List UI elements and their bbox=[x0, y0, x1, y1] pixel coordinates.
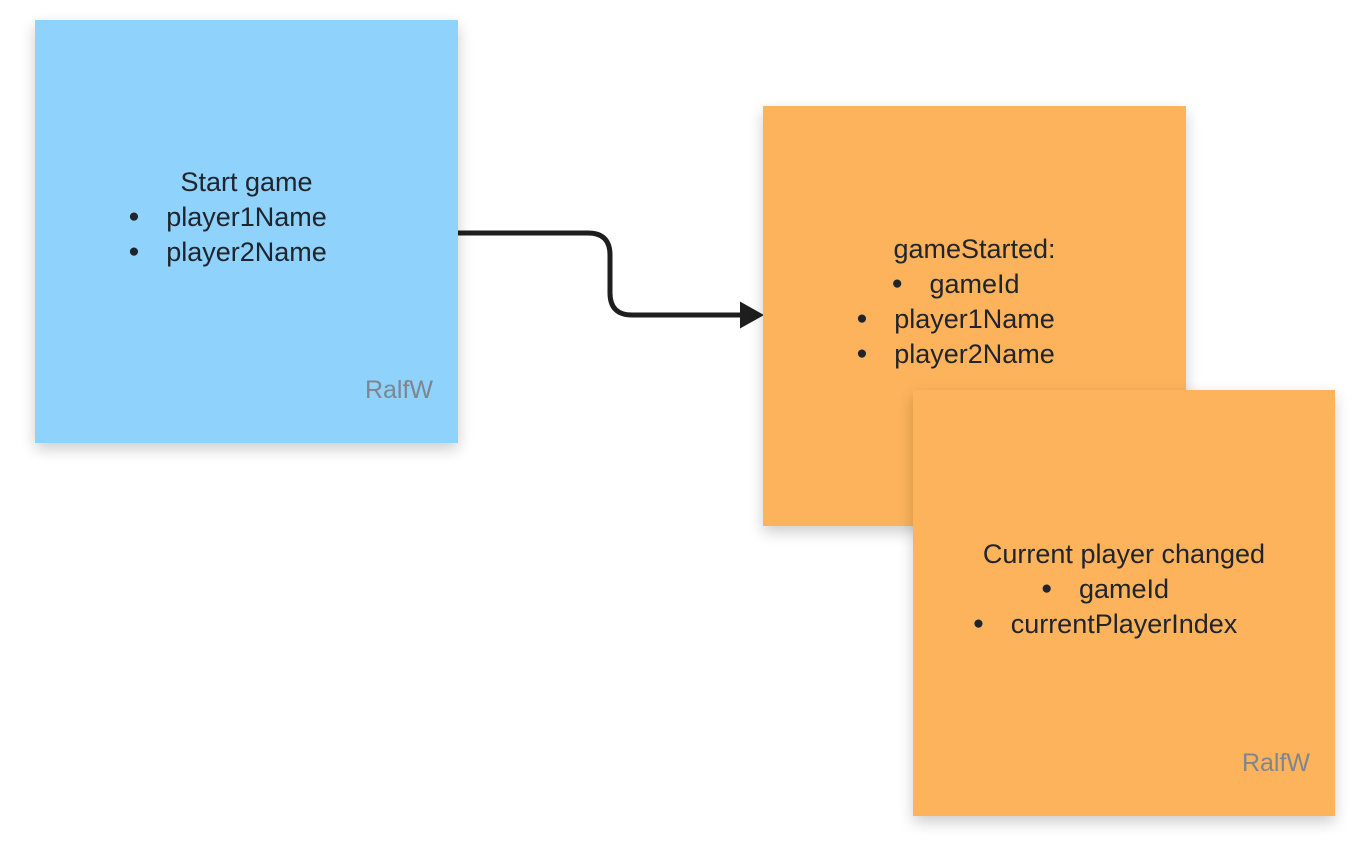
note-text-block: Start game ● player1Name ● player2Name bbox=[35, 20, 458, 443]
bullet-icon: ● bbox=[972, 612, 985, 634]
note-line-text: player2Name bbox=[894, 339, 1055, 369]
note-bullet-line: ● currentPlayerIndex bbox=[973, 607, 1238, 642]
note-line-text: player2Name bbox=[166, 237, 327, 267]
note-line-text: player1Name bbox=[894, 304, 1055, 334]
arrowhead-icon bbox=[740, 301, 764, 329]
note-title-line: gameStarted: bbox=[893, 232, 1055, 267]
note-bullet-line: ● gameId bbox=[891, 267, 1020, 302]
note-line-text: currentPlayerIndex bbox=[1010, 608, 1238, 639]
note-title: Current player changed bbox=[982, 538, 1266, 569]
bullet-icon: ● bbox=[128, 241, 140, 262]
connector-arrow[interactable] bbox=[458, 230, 741, 318]
author-signature: RalfW bbox=[364, 376, 433, 404]
bullet-icon: ● bbox=[891, 273, 903, 294]
note-title-line: Start game bbox=[180, 165, 312, 200]
bullet-icon: ● bbox=[128, 206, 140, 227]
sticky-note-start-game[interactable]: Start game ● player1Name ● player2Name R… bbox=[35, 20, 458, 443]
author-signature: RalfW bbox=[1241, 749, 1310, 777]
note-title: Start game bbox=[180, 167, 313, 197]
note-bullet-line: ● player1Name bbox=[856, 302, 1055, 337]
sticky-note-current-player-changed[interactable]: Current player changed ● gameId ● curren… bbox=[913, 390, 1335, 816]
bullet-icon: ● bbox=[856, 343, 868, 364]
bullet-icon: ● bbox=[1040, 577, 1053, 599]
note-bullet-line: ● player2Name bbox=[128, 235, 327, 270]
note-text-block: Current player changed ● gameId ● curren… bbox=[913, 390, 1335, 816]
note-line-text: player1Name bbox=[166, 202, 327, 232]
bullet-icon: ● bbox=[856, 308, 868, 329]
note-title: gameStarted: bbox=[893, 234, 1056, 264]
note-bullet-line: ● player2Name bbox=[856, 337, 1055, 372]
note-bullet-line: ● gameId bbox=[1041, 572, 1170, 607]
note-line-text: gameId bbox=[929, 269, 1020, 299]
note-bullet-line: ● player1Name bbox=[128, 200, 327, 235]
note-line-text: gameId bbox=[1078, 573, 1170, 604]
note-title-line: Current player changed bbox=[983, 537, 1265, 572]
note-text-block: gameStarted: ● gameId ● player1Name ● pl… bbox=[763, 106, 1186, 526]
